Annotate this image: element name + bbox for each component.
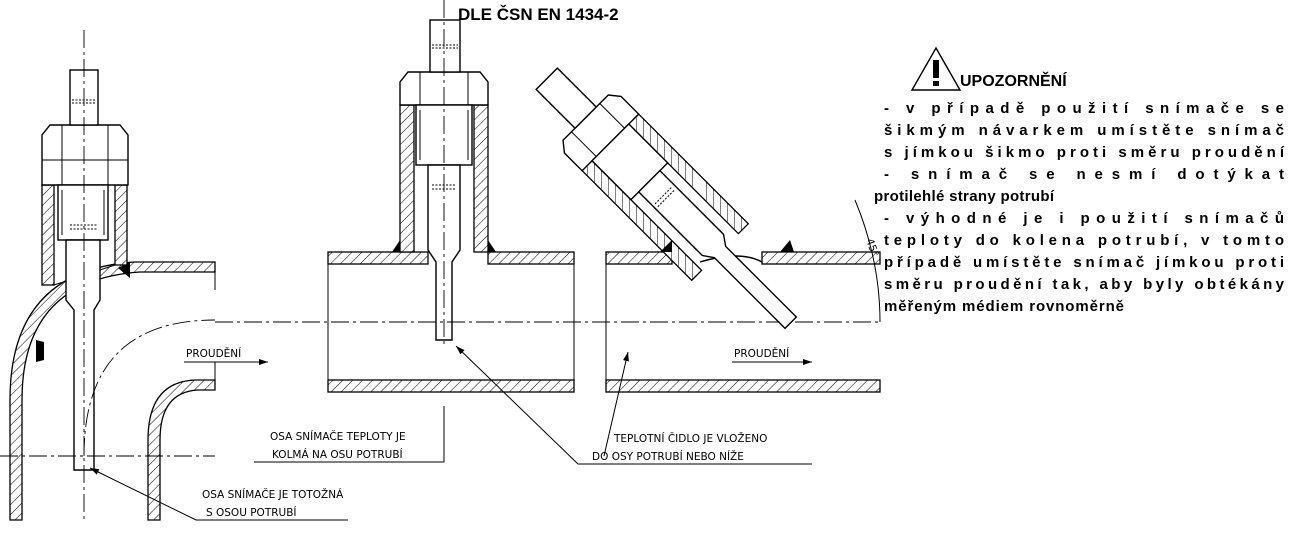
note-elbow-line2: S OSOU POTRUBÍ — [206, 506, 297, 519]
note-elbow-line1: OSA SNÍMAČE JE TOTOŽNÁ — [202, 488, 344, 501]
flow-label-left: PROUDĚNÍ — [186, 347, 241, 360]
warning-line: směru proudění tak, aby byly obtékány — [884, 276, 1285, 293]
warning-line: případě umístěte snímač jímkou proti — [884, 254, 1284, 271]
warning-line: - snímač se nesmí dotýkat — [884, 166, 1284, 183]
annotations: OSA SNÍMAČE JE TOTOŽNÁ S OSOU POTRUBÍ OS… — [89, 345, 812, 521]
perpendicular-installation — [215, 0, 880, 393]
standard-title: DLE ČSN EN 1434-2 — [458, 5, 619, 24]
warning-line: protilehlé strany potrubí — [874, 188, 1055, 205]
warning-heading: UPOZORNĚNÍ — [960, 71, 1067, 90]
warning-line: teploty do kolena potrubí, v tomto — [884, 232, 1284, 249]
warning-line: šikmým návarkem umístěte snímač — [884, 122, 1284, 139]
flow-label-right: PROUDĚNÍ — [734, 347, 789, 360]
warning-line: měřeným médiem rovnoměrně — [884, 298, 1124, 315]
warning-text: - v případě použití snímače se šikmým náv… — [874, 100, 1285, 315]
warning-block: UPOZORNĚNÍ - v případě použití snímače s… — [874, 46, 1285, 315]
flow-indicators: PROUDĚNÍ PROUDĚNÍ — [184, 347, 812, 365]
warning-line: - výhodné je i použití snímačů — [884, 210, 1284, 227]
warning-line: - v případě použití snímače se — [884, 100, 1284, 117]
angled-installation: 45° — [535, 67, 881, 393]
note-perpendicular-line1: OSA SNÍMAČE TEPLOTY JE — [270, 430, 406, 443]
note-probe-line1: TEPLOTNÍ ČIDLO JE VLOŽENO — [613, 432, 767, 445]
warning-line: s jímkou šikmo proti směru proudění — [884, 144, 1285, 161]
note-probe-line2: DO OSY POTRUBÍ NEBO NÍŽE — [592, 450, 744, 463]
warning-triangle-icon — [910, 46, 962, 91]
angle-label: 45° — [863, 237, 881, 259]
note-perpendicular-line2: KOLMÁ NA OSU POTRUBÍ — [272, 448, 403, 461]
elbow-installation — [0, 30, 216, 521]
